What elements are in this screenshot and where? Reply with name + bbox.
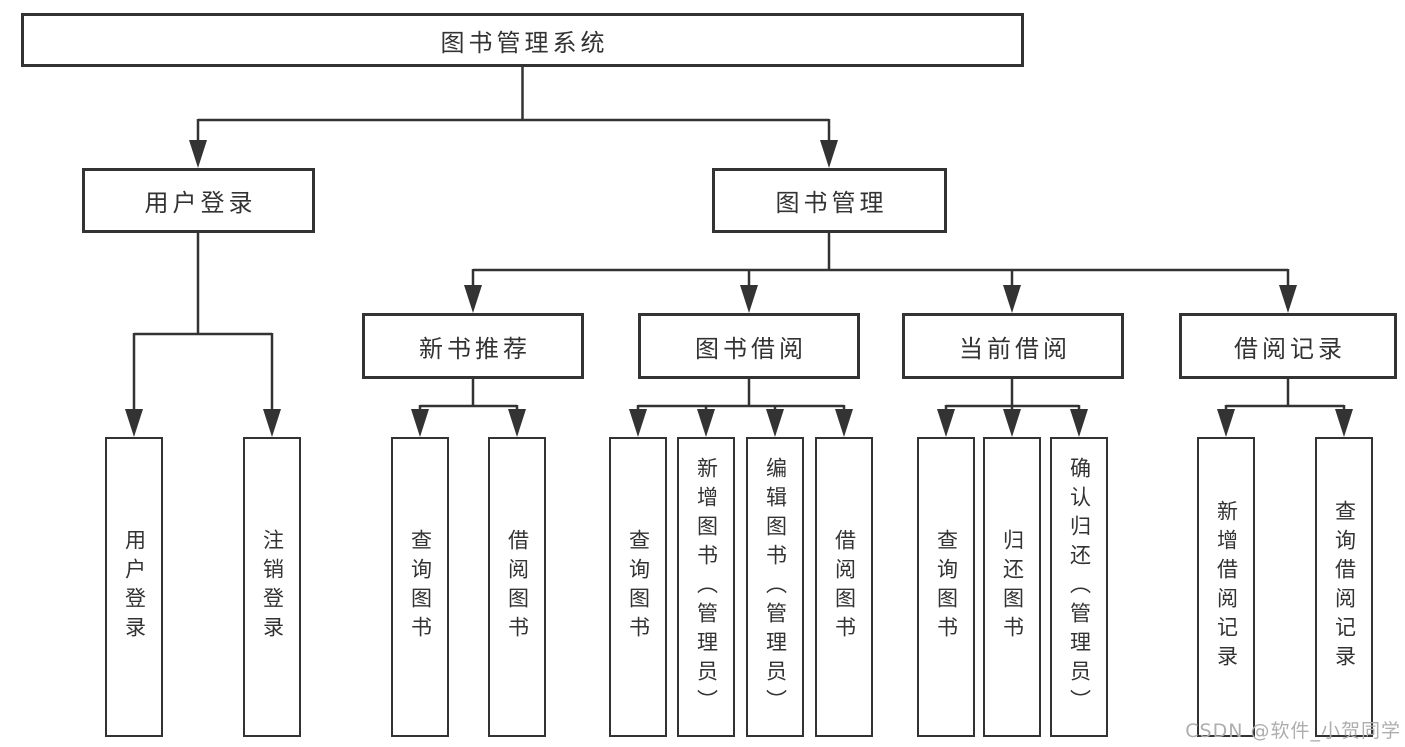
node-cb-confirm-return-admin: 确认归还（管理员） — [1050, 437, 1108, 737]
arrowheads — [125, 140, 1353, 437]
node-bb-edit-book-admin: 编辑图书（管理员） — [746, 437, 804, 737]
node-br-query-record: 查询借阅记录 — [1315, 437, 1373, 737]
node-bb-add-book-admin: 新增图书（管理员） — [677, 437, 735, 737]
node-cb-query-book: 查询图书 — [917, 437, 975, 737]
node-bb-borrow-book: 借阅图书 — [815, 437, 873, 737]
node-bb-query-book: 查询图书 — [609, 437, 667, 737]
node-book-management-branch: 图书管理 — [712, 168, 947, 233]
node-current-borrowing: 当前借阅 — [902, 313, 1124, 379]
node-user-login-branch: 用户登录 — [82, 168, 315, 233]
node-book-borrowing: 图书借阅 — [638, 313, 860, 379]
node-borrowing-records: 借阅记录 — [1179, 313, 1397, 379]
node-logout: 注销登录 — [243, 437, 301, 737]
watermark: CSDN @软件_小贺同学 — [1185, 720, 1401, 742]
node-nbr-query-book: 查询图书 — [391, 437, 449, 737]
node-new-book-recommendation: 新书推荐 — [362, 313, 584, 379]
node-root: 图书管理系统 — [21, 13, 1024, 67]
node-cb-return-book: 归还图书 — [983, 437, 1041, 737]
node-nbr-borrow-book: 借阅图书 — [488, 437, 546, 737]
node-user-login: 用户登录 — [105, 437, 163, 737]
node-br-add-record: 新增借阅记录 — [1197, 437, 1255, 737]
